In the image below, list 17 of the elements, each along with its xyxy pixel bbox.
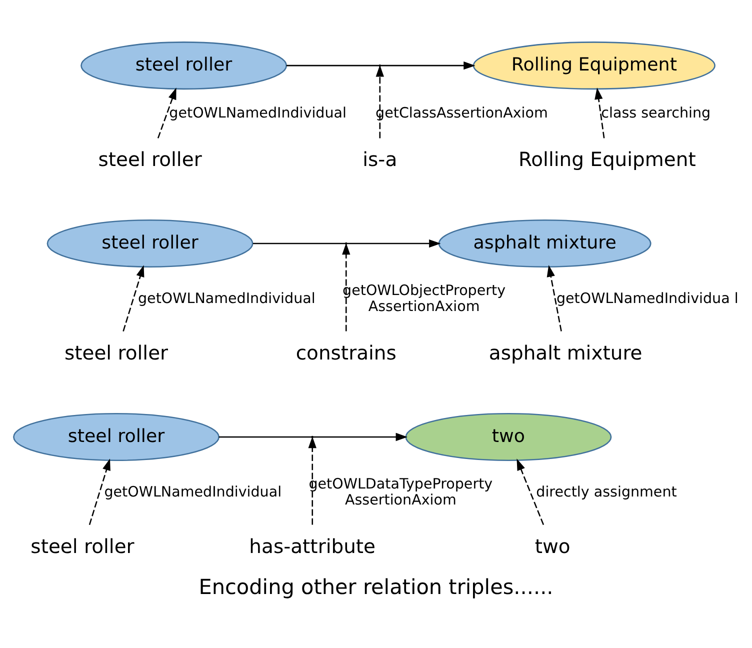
node-text: steel roller: [64, 342, 168, 365]
edge-label: getOWLNamedIndividua l: [556, 290, 738, 307]
edge-label: getOWLNamedIndividual: [138, 290, 316, 307]
caption: Encoding other relation triples......: [198, 574, 554, 599]
node-text: steel roller: [98, 148, 202, 172]
edge-label: getOWLNamedIndividual: [104, 484, 282, 500]
node-text: Rolling Equipment: [518, 148, 696, 172]
node-text: has-attribute: [249, 535, 376, 558]
node-text: constrains: [296, 342, 396, 365]
node-text: asphalt mixture: [488, 342, 642, 365]
node-text: is-a: [362, 148, 398, 172]
edge-label: getOWLNamedIndividual: [169, 105, 346, 122]
node-text: steel roller: [30, 535, 134, 558]
edge-label: getClassAssertionAxiom: [376, 105, 548, 122]
edge-label: directly assignment: [536, 484, 677, 500]
edge-label: class searching: [601, 105, 711, 122]
node-text: two: [534, 535, 570, 558]
